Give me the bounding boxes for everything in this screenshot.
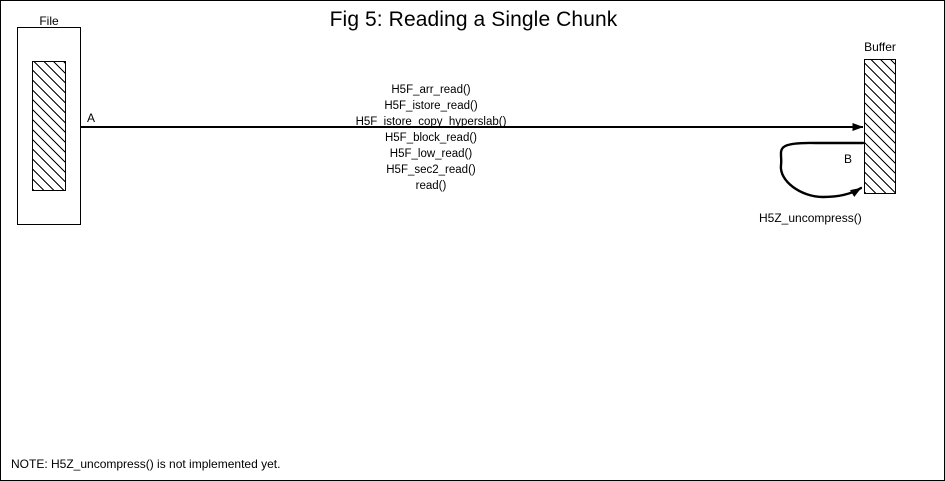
call-stack-item: H5F_block_read() [384, 132, 478, 144]
buffer-box-label: Buffer [864, 40, 896, 54]
call-stack-item: H5F_istore_read() [384, 100, 478, 112]
call-stack-item: H5F_low_read() [389, 148, 473, 160]
arrow-a-call-stack: H5F_arr_read() H5F_istore_read() H5F_ist… [331, 82, 531, 194]
arrow-a-label: A [87, 111, 96, 125]
loop-b-function-label: H5Z_uncompress() [759, 211, 862, 225]
call-stack-item: H5F_sec2_read() [386, 164, 476, 176]
loop-b-label: B [844, 152, 853, 166]
call-stack-item: H5F_arr_read() [391, 84, 471, 96]
file-box-label: File [39, 14, 59, 28]
file-chunk-hatched-region [32, 61, 66, 191]
page-title: Fig 5: Reading a Single Chunk [329, 8, 618, 31]
buffer-box-hatched-region [864, 59, 896, 194]
footer-note: NOTE: H5Z_uncompress() is not implemente… [11, 457, 281, 471]
file-box [17, 27, 81, 225]
call-stack-item: H5F_istore_copy_hyperslab() [355, 116, 507, 128]
call-stack-item: read() [415, 180, 447, 192]
